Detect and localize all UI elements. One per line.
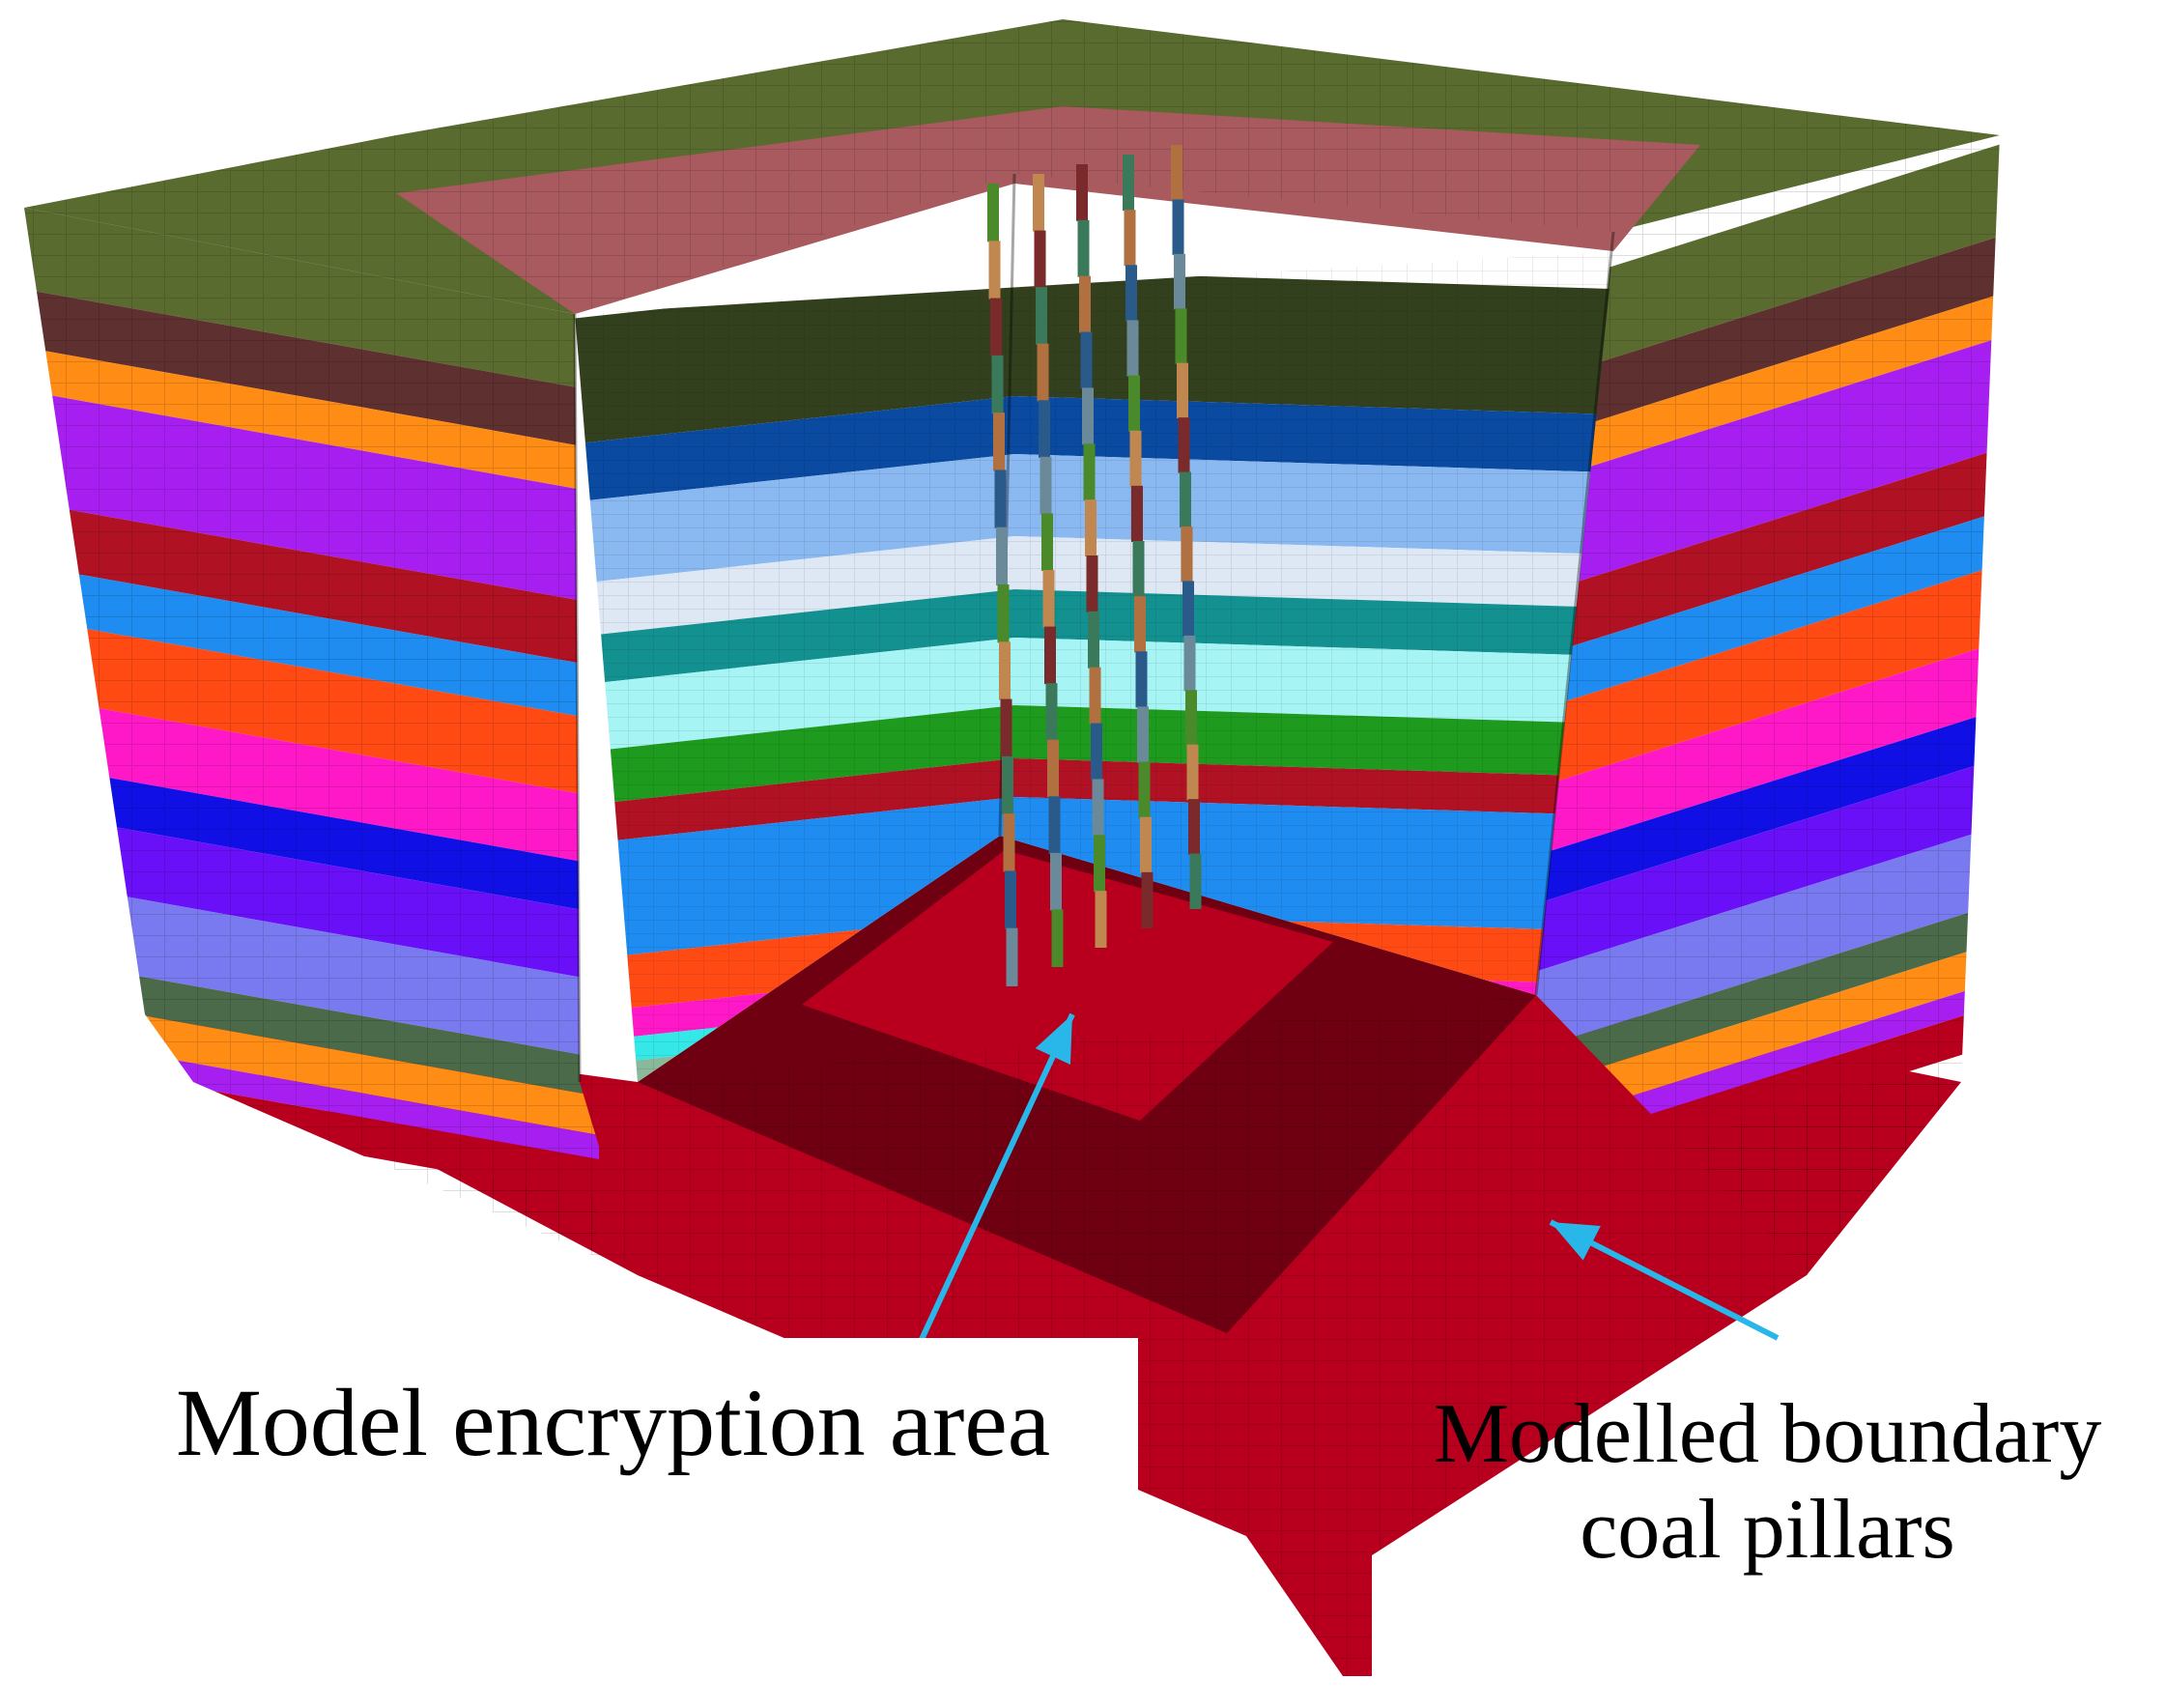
borehole-segment xyxy=(1000,698,1012,757)
borehole-segment xyxy=(1051,909,1064,967)
borehole-segment xyxy=(1178,417,1190,473)
borehole-segment xyxy=(1128,375,1140,432)
borehole-segment xyxy=(1089,667,1101,725)
borehole-segment xyxy=(1183,635,1196,692)
borehole-segment xyxy=(1085,499,1097,556)
borehole-columns xyxy=(987,145,1202,986)
borehole-segment xyxy=(1088,611,1099,669)
borehole-segment xyxy=(1077,219,1090,277)
borehole-segment xyxy=(1082,387,1094,445)
model-body xyxy=(24,19,2000,1676)
borehole-segment xyxy=(1138,761,1151,818)
borehole-segment xyxy=(1076,164,1088,221)
borehole-segment xyxy=(1124,210,1136,267)
borehole-segment xyxy=(1188,799,1200,855)
borehole-segment xyxy=(1129,430,1142,487)
borehole-segment xyxy=(1042,570,1055,628)
borehole-segment xyxy=(1003,813,1015,872)
boundary-label-line1: Modelled boundary xyxy=(1433,1387,2102,1482)
borehole-segment xyxy=(1086,555,1098,612)
borehole-segment xyxy=(1047,739,1059,798)
encryption-area-arrow xyxy=(915,1012,1075,1350)
boundary-pillar-arrow xyxy=(1549,1219,1780,1341)
borehole-segment xyxy=(987,184,999,242)
borehole-segment xyxy=(1171,145,1182,201)
borehole-segment xyxy=(1006,927,1018,986)
borehole-segment xyxy=(1080,331,1093,389)
borehole-segment xyxy=(1186,744,1199,801)
left-wall-strata xyxy=(24,208,599,1275)
model-edge xyxy=(1534,231,1615,996)
right-wall-strata xyxy=(1536,135,2000,1275)
encryption-area-arrow-head xyxy=(1035,1014,1072,1065)
borehole-segment xyxy=(1092,779,1104,837)
borehole-segment xyxy=(994,470,1007,528)
borehole-segment xyxy=(1037,343,1049,402)
borehole-segment xyxy=(988,241,1001,299)
right-wall-mesh xyxy=(1536,135,2000,1275)
encryption-area-arrow-shaft xyxy=(915,1012,1075,1350)
borehole-segment xyxy=(1131,485,1143,542)
borehole-segment xyxy=(993,413,1005,471)
left-wall-mesh xyxy=(24,208,599,1275)
borehole-segment xyxy=(1045,683,1058,741)
borehole-segment xyxy=(990,298,1002,356)
borehole-segment xyxy=(991,355,1004,414)
borehole-segment xyxy=(1034,230,1046,289)
boundary-coal-pillars-label: Modelled boundary coal pillars xyxy=(1370,1338,2165,1628)
borehole-segment xyxy=(1141,871,1154,928)
borehole-segment xyxy=(1140,816,1152,873)
borehole-segment xyxy=(1137,706,1149,763)
model-edge xyxy=(573,313,582,1083)
borehole-segment xyxy=(1134,596,1146,653)
borehole-segment xyxy=(1036,287,1047,345)
borehole-segment xyxy=(1125,265,1137,322)
borehole-segment xyxy=(1048,796,1061,854)
borehole-segment xyxy=(1095,891,1107,948)
borehole-segment xyxy=(1002,755,1013,815)
annotation-arrows xyxy=(915,1012,1780,1350)
encryption-area-label: Model encryption area xyxy=(153,1338,1138,1507)
borehole-segment xyxy=(1132,541,1145,598)
borehole-segment xyxy=(1083,443,1096,501)
borehole-segment xyxy=(1177,362,1188,419)
borehole-segment xyxy=(1185,690,1197,746)
borehole-segment xyxy=(1174,253,1185,310)
borehole-segment xyxy=(1182,581,1194,637)
borehole-segment xyxy=(1091,723,1102,781)
borehole-segment xyxy=(1180,471,1191,527)
top-surface-mesh xyxy=(24,19,2000,314)
borehole-segment xyxy=(1039,400,1050,458)
boundary-pillar-arrow-head xyxy=(1551,1222,1601,1261)
borehole-segment xyxy=(1079,275,1091,333)
borehole-segment xyxy=(1040,456,1052,515)
borehole-segment xyxy=(1033,174,1044,232)
borehole-segment xyxy=(996,527,1008,585)
borehole-segment xyxy=(997,584,1010,643)
inner-wall-mesh xyxy=(575,251,1613,1082)
borehole-segment xyxy=(1050,852,1062,911)
encryption-area-text: Model encryption area xyxy=(176,1368,1051,1476)
borehole-segment xyxy=(1181,527,1193,583)
borehole-segment xyxy=(1005,870,1016,929)
borehole-segment xyxy=(1044,626,1056,685)
borehole-segment xyxy=(1126,320,1139,377)
borehole-segment xyxy=(1041,513,1053,571)
borehole-segment xyxy=(999,641,1011,700)
borehole-segment xyxy=(1123,155,1134,212)
borehole-segment xyxy=(1172,199,1184,255)
borehole-segment xyxy=(1175,308,1187,364)
boundary-label-line2: coal pillars xyxy=(1580,1483,1955,1577)
borehole-segment xyxy=(1189,853,1202,909)
borehole-segment xyxy=(1135,651,1148,708)
borehole-segment xyxy=(1094,835,1105,893)
